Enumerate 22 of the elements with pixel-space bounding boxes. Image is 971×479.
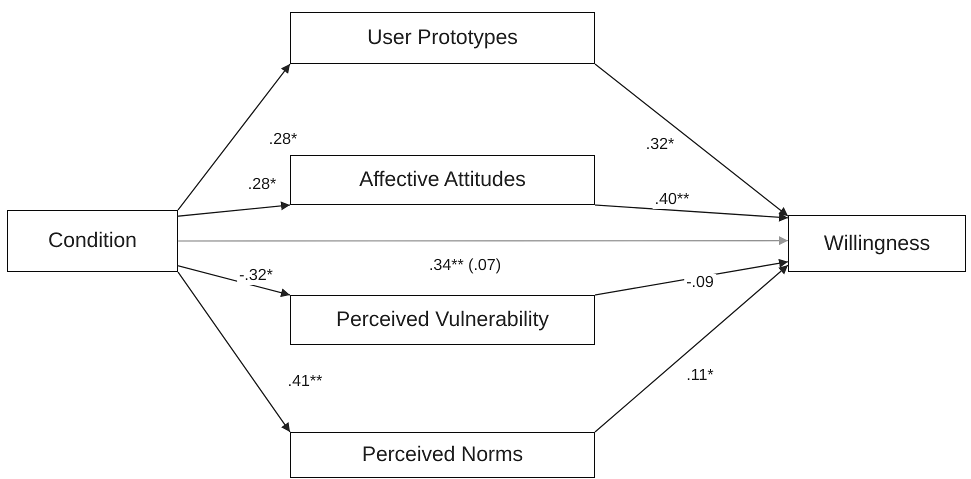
variable-box (7, 210, 178, 272)
arrow (177, 64, 291, 210)
arrow (594, 264, 788, 432)
path-coefficient: .40** (652, 191, 692, 209)
variable-name: Perceived Norms (362, 443, 524, 467)
arrow (178, 265, 290, 298)
variable-name: Willingness (824, 232, 930, 256)
variable-name: Affective Attitudes (359, 168, 526, 192)
variable-box (788, 215, 966, 272)
variable-box (290, 432, 595, 478)
arrow (178, 236, 788, 246)
variable-name: Perceived Vulnerability (336, 308, 549, 332)
arrow (594, 63, 788, 217)
variable-box (290, 155, 595, 205)
variable-box (290, 295, 595, 345)
variable-box (290, 12, 595, 64)
path-coefficient: -.32* (237, 267, 275, 285)
variable-name: Condition (48, 229, 137, 253)
arrow (177, 272, 291, 432)
variable-name: User Prototypes (367, 26, 518, 50)
arrow (178, 201, 290, 217)
arrow (594, 204, 788, 222)
